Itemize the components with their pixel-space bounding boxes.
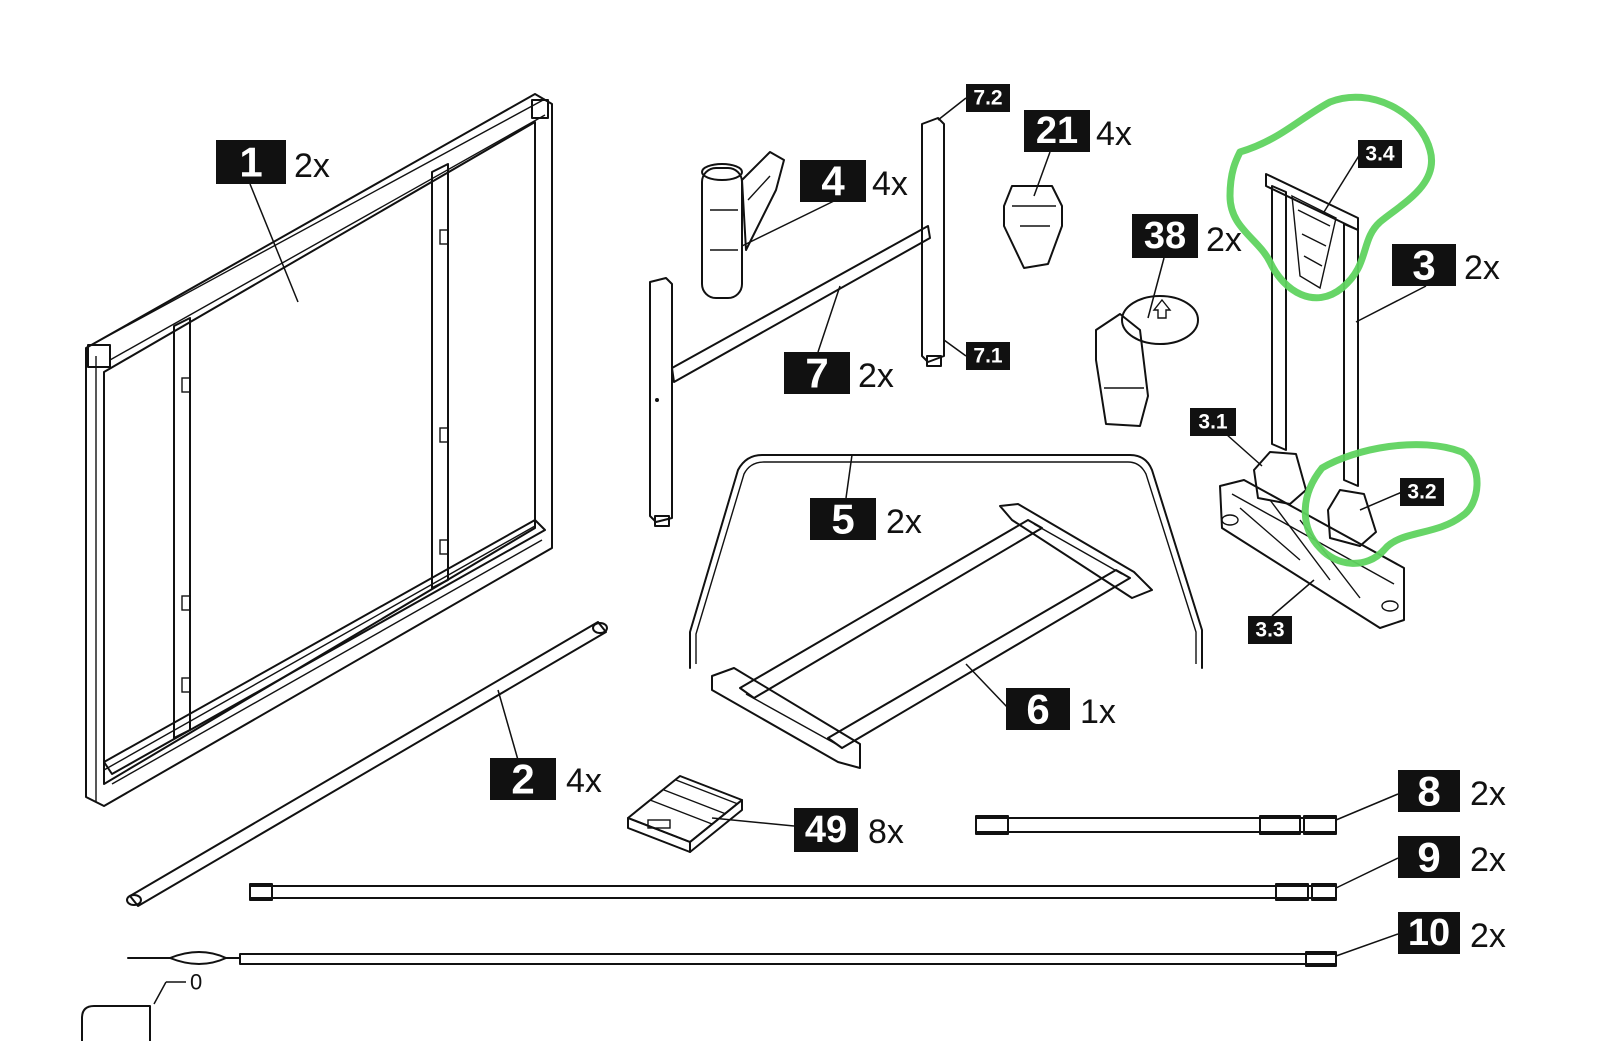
part-label-6: 6 1x [1006, 686, 1116, 733]
svg-text:10: 10 [1408, 912, 1450, 954]
part-label-9: 9 2x [1398, 834, 1506, 881]
svg-text:3.3: 3.3 [1255, 619, 1284, 642]
part-8-rod-drawing [975, 815, 1337, 835]
highlight-3-4 [1226, 93, 1436, 302]
svg-text:4x: 4x [566, 762, 602, 800]
svg-text:5: 5 [831, 496, 854, 543]
svg-text:3.2: 3.2 [1407, 481, 1436, 504]
part-label-1: 1 2x [216, 139, 330, 186]
sub-label-7-1: 7.1 [966, 342, 1010, 370]
part-label-21: 21 4x [1024, 110, 1132, 153]
sub-label-3-4: 3.4 [1358, 140, 1402, 168]
svg-text:7.2: 7.2 [973, 87, 1002, 110]
svg-text:2x: 2x [1470, 917, 1506, 955]
svg-text:2x: 2x [1470, 841, 1506, 879]
part-5-tube-drawing [689, 454, 1203, 669]
svg-text:3.1: 3.1 [1198, 411, 1228, 434]
part-7-leg-drawing [649, 117, 945, 527]
misc-label: 0 [190, 970, 202, 995]
svg-text:2: 2 [511, 756, 534, 803]
svg-text:1: 1 [239, 139, 262, 186]
part-9-rod-drawing [249, 883, 1337, 901]
highlight-3-2 [1301, 441, 1481, 567]
part-4-bracket-drawing [701, 151, 785, 299]
svg-text:4x: 4x [1096, 115, 1132, 153]
svg-text:8: 8 [1417, 768, 1440, 815]
leader-lines [249, 97, 1427, 957]
part-label-7: 7 2x [784, 350, 894, 397]
part-label-49: 49 8x [794, 808, 904, 852]
svg-text:1x: 1x [1080, 693, 1116, 731]
svg-text:9: 9 [1417, 834, 1440, 881]
part-label-4: 4 4x [800, 158, 908, 205]
svg-text:2x: 2x [1464, 249, 1500, 287]
svg-text:7: 7 [805, 350, 828, 397]
part-label-2: 2 4x [490, 756, 602, 803]
svg-text:2x: 2x [294, 147, 330, 185]
part-label-8: 8 2x [1398, 768, 1506, 815]
part-21-clip-drawing [1003, 185, 1063, 269]
part-label-10: 10 2x [1398, 912, 1506, 955]
misc-bracket-drawing: 0 [81, 970, 202, 1041]
sub-label-3-1: 3.1 [1190, 408, 1236, 436]
svg-text:3.4: 3.4 [1365, 143, 1395, 166]
sub-label-3-3: 3.3 [1248, 616, 1292, 644]
svg-text:6: 6 [1026, 686, 1049, 733]
svg-text:2x: 2x [886, 503, 922, 541]
svg-text:2x: 2x [858, 357, 894, 395]
part-1-frame-drawing [85, 93, 553, 807]
sub-label-7-2: 7.2 [966, 84, 1010, 112]
svg-text:7.1: 7.1 [973, 345, 1003, 368]
part-38-cap-drawing [1095, 295, 1199, 427]
svg-text:21: 21 [1036, 110, 1078, 152]
svg-text:4: 4 [821, 158, 845, 205]
svg-text:2x: 2x [1206, 221, 1242, 259]
part-label-5: 5 2x [810, 496, 922, 543]
part-6-base-drawing [711, 503, 1153, 769]
svg-text:3: 3 [1412, 242, 1435, 289]
part-label-3: 3 2x [1392, 242, 1500, 289]
part-10-rod-drawing [127, 951, 1337, 967]
svg-text:38: 38 [1144, 215, 1186, 257]
part-49-plate-drawing [627, 775, 743, 853]
svg-text:8x: 8x [868, 813, 904, 851]
sub-label-3-2: 3.2 [1400, 478, 1444, 506]
svg-text:49: 49 [805, 809, 847, 851]
part-2-bar-drawing [126, 621, 608, 907]
svg-text:4x: 4x [872, 165, 908, 203]
svg-text:2x: 2x [1470, 775, 1506, 813]
part-label-38: 38 2x [1132, 214, 1242, 259]
